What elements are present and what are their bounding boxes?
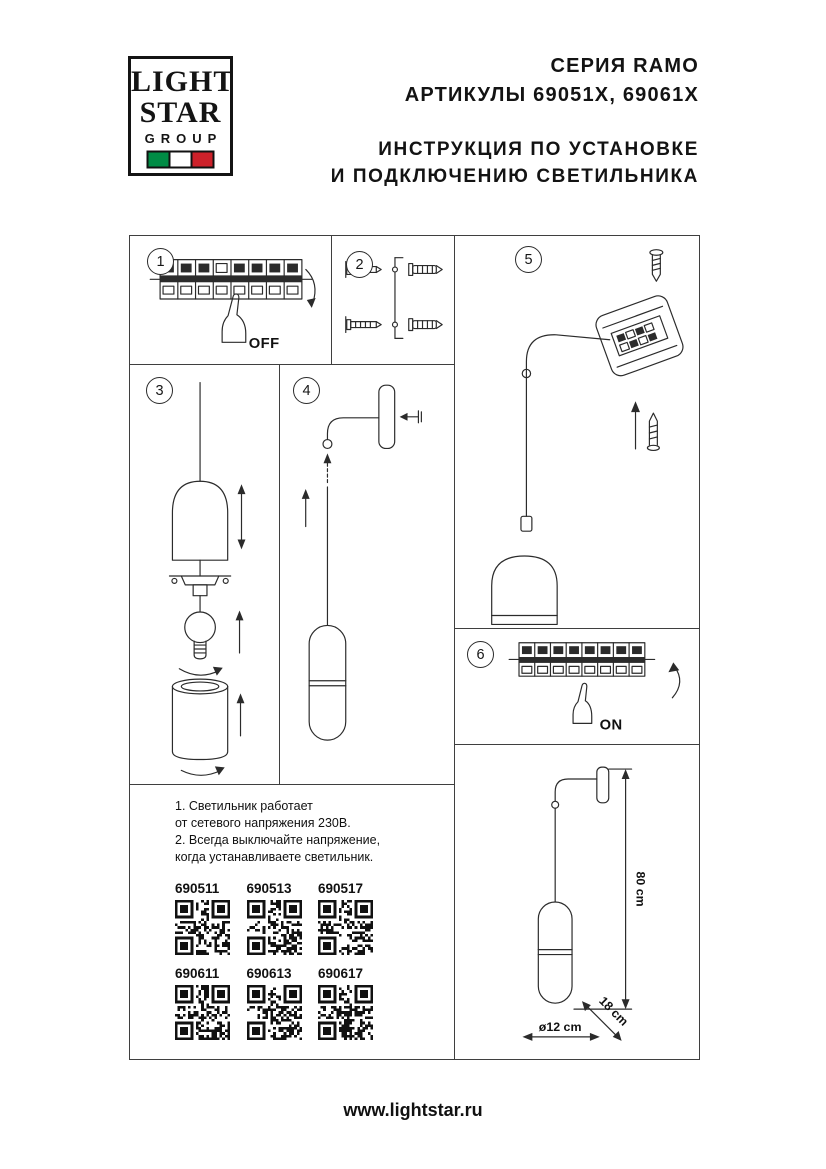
bracket-arm xyxy=(326,417,380,441)
series-title: СЕРИЯ RAMO xyxy=(550,55,699,77)
step-2-panel: 2 xyxy=(331,235,455,365)
dome-shade xyxy=(171,480,229,561)
step-1-badge: 1 xyxy=(147,248,174,275)
logo-word-group: GROUP xyxy=(144,131,223,146)
qr-item: 690517 xyxy=(318,881,390,955)
website-url: www.lightstar.ru xyxy=(343,1100,483,1120)
fixings-drawing xyxy=(345,257,443,339)
article-number: 690611 xyxy=(175,966,220,981)
diameter-dim-label: ø12 cm xyxy=(539,1020,582,1034)
lightstar-logo: LIGHT STAR GROUP xyxy=(128,56,233,176)
rotate-arrow-icon xyxy=(178,666,223,676)
italian-flag-icon xyxy=(146,150,215,169)
qr-code xyxy=(318,900,373,955)
notes: 1. Светильник работает от сетевого напря… xyxy=(175,798,446,866)
title-block: СЕРИЯ RAMO АРТИКУЛЫ 69051X, 69061X ИНСТР… xyxy=(331,55,699,190)
off-label: OFF xyxy=(249,336,280,352)
step-4-panel: 4 xyxy=(279,364,455,785)
note-line: когда устанавливаете светильник. xyxy=(175,850,374,864)
instruction-title-line2: И ПОДКЛЮЧЕНИЮ СВЕТИЛЬНИКА xyxy=(330,166,699,187)
wall-plate xyxy=(378,384,396,450)
qr-code xyxy=(246,985,302,1040)
qr-item: 690617 xyxy=(318,966,390,1040)
rotate-arrow-icon xyxy=(180,766,225,776)
rotate-arrow-icon xyxy=(668,662,681,699)
qr-code xyxy=(318,985,373,1040)
rotate-arrow-icon xyxy=(305,268,316,308)
qr-item: 690611 xyxy=(175,966,247,1040)
wall-lamp-drawing xyxy=(491,334,611,626)
capsule-shade xyxy=(308,624,347,741)
article-number: 690617 xyxy=(318,966,364,981)
dim-height: 80 cm xyxy=(573,768,648,1010)
step-5-badge: 5 xyxy=(515,246,542,273)
step-5-panel: 5 xyxy=(454,235,700,629)
dim-diameter: ø12 cm xyxy=(522,1020,600,1041)
logo-word-star: STAR xyxy=(139,96,222,129)
qr-row-1: 690511 690513 690517 xyxy=(175,881,446,955)
hand-icon xyxy=(572,682,593,724)
anchor-icon xyxy=(408,263,443,276)
height-dim-label: 80 cm xyxy=(634,872,648,907)
screw-side-icon xyxy=(399,410,422,424)
step-6-panel: 6 xyxy=(454,628,700,745)
note-line: 1. Светильник работает xyxy=(175,799,313,813)
logo-word-light: LIGHT xyxy=(131,65,235,98)
assembly-drawing xyxy=(168,381,246,776)
article-number: 690513 xyxy=(246,881,292,896)
dimensions-drawing: 80 cm 18 cm ø12 cm xyxy=(522,766,648,1041)
finished-lamp xyxy=(537,766,610,1004)
circuit-breaker xyxy=(149,259,313,300)
ball-joint xyxy=(322,438,333,450)
hand-icon xyxy=(221,293,247,343)
step-3-panel: 3 xyxy=(129,364,280,785)
qr-code xyxy=(175,900,230,955)
mounting-strap xyxy=(391,257,404,339)
qr-item: 690613 xyxy=(246,966,319,1040)
note-line: 2. Всегда выключайте напряжение, xyxy=(175,833,381,847)
arrow-up-icon xyxy=(236,693,245,737)
arrow-up-icon xyxy=(301,488,310,528)
screw-icon xyxy=(345,316,382,334)
anchor-icon xyxy=(408,318,443,332)
cylinder-shade xyxy=(171,678,229,761)
bulb-icon xyxy=(184,611,216,660)
notes-panel: 1. Светильник работает от сетевого напря… xyxy=(129,784,455,1060)
qr-code xyxy=(246,900,302,955)
arrow-up-icon xyxy=(631,401,640,450)
screw-top-icon xyxy=(649,249,664,282)
qr-row-2: 690611 690613 690617 xyxy=(175,966,446,1040)
article-number: 690613 xyxy=(246,966,292,981)
article-number: 690511 xyxy=(175,881,220,896)
breaker-off-drawing: OFF xyxy=(149,259,316,352)
qr-item: 690513 xyxy=(246,881,319,955)
step-6-badge: 6 xyxy=(467,641,494,668)
breaker-on-drawing: ON xyxy=(508,642,681,733)
ceiling-plate xyxy=(595,295,684,377)
articles-title: АРТИКУЛЫ 69051X, 69061X xyxy=(404,84,699,106)
bracket-drawing xyxy=(301,384,422,741)
article-number: 690517 xyxy=(318,881,364,896)
qr-item: 690511 xyxy=(175,881,247,955)
step-4-badge: 4 xyxy=(293,377,320,404)
dimensions-panel: 80 cm 18 cm ø12 cm xyxy=(454,744,700,1060)
step-1-panel: 1 xyxy=(129,235,332,365)
on-label: ON xyxy=(600,717,623,733)
wall-mounting-drawing xyxy=(491,249,684,626)
circuit-breaker xyxy=(508,642,656,677)
qr-code xyxy=(175,985,230,1040)
step-2-badge: 2 xyxy=(346,251,373,278)
screw-bottom-icon xyxy=(646,412,660,452)
canopy-assembly xyxy=(168,575,232,613)
step-3-badge: 3 xyxy=(146,377,173,404)
qr-section: 690511 690513 690517 690611 690613 690617 xyxy=(175,881,446,1040)
note-line: от сетевого напряжения 230В. xyxy=(175,816,351,830)
arrow-up-icon xyxy=(235,610,244,654)
instruction-title-line1: ИНСТРУКЦИЯ ПО УСТАНОВКЕ xyxy=(378,139,699,160)
updown-arrow-icon xyxy=(237,484,246,550)
